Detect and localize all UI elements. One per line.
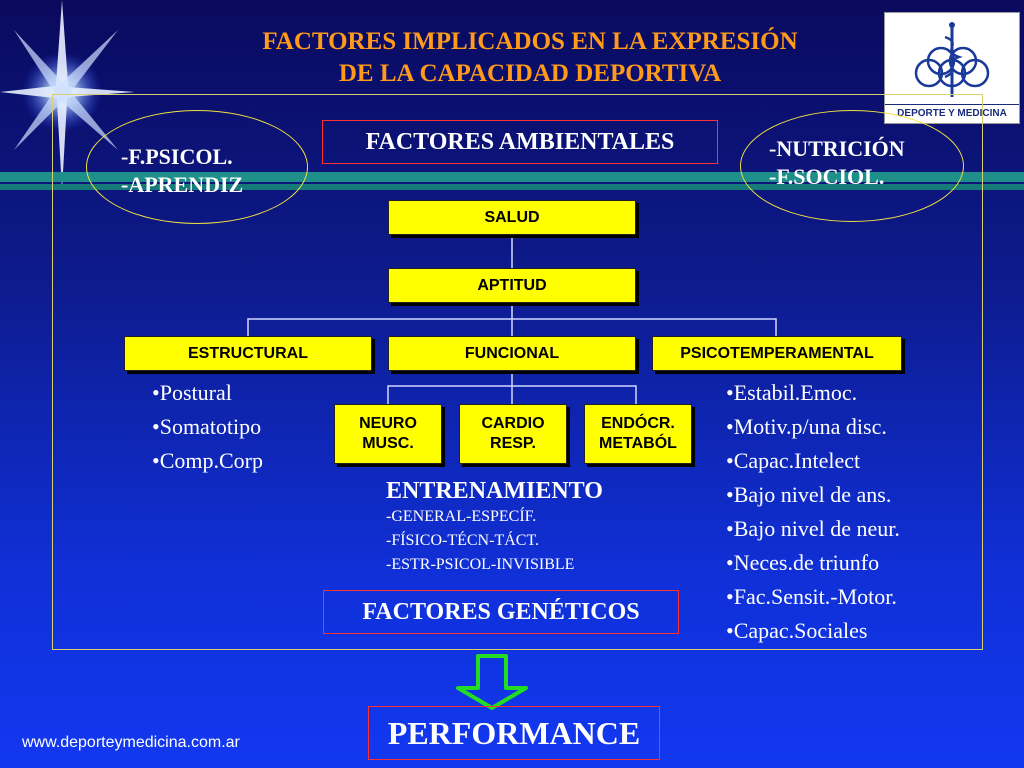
psico-list: •Estabil.Emoc. •Motiv.p/una disc. •Capac… <box>726 376 900 648</box>
psicotemperamental-label: PSICOTEMPERAMENTAL <box>680 344 874 362</box>
entrenamiento-item: -GENERAL-ESPECÍF. <box>386 508 537 525</box>
endocr-label-1: ENDÓCR. <box>601 415 675 432</box>
teal-band-lower <box>0 184 1024 190</box>
cardio-label-2: RESP. <box>490 435 536 452</box>
entrenamiento-title: ENTRENAMIENTO <box>386 478 603 504</box>
list-item: •Estabil.Emoc. <box>726 380 858 405</box>
funcional-label: FUNCIONAL <box>464 344 560 362</box>
aptitud-label: APTITUD <box>477 276 547 294</box>
slide-title: FACTORES IMPLICADOS EN LA EXPRESIÓN DE L… <box>150 26 910 90</box>
list-item: •Postural <box>152 380 232 405</box>
down-arrow-icon <box>456 654 528 710</box>
list-item: •Comp.Corp <box>152 448 263 473</box>
list-item: •Capac.Sociales <box>726 618 868 643</box>
factores-ambientales-label: FACTORES AMBIENTALES <box>322 120 718 164</box>
funcional-box: FUNCIONAL <box>388 336 636 371</box>
right-oval-line-2: -F.SOCIOL. <box>769 164 885 189</box>
star-decoration-icon <box>0 0 135 190</box>
psicotemperamental-box: PSICOTEMPERAMENTAL <box>652 336 902 371</box>
estructural-list: •Postural •Somatotipo •Comp.Corp <box>152 376 263 478</box>
estructural-box: ESTRUCTURAL <box>124 336 372 371</box>
neuro-label-1: NEURO <box>359 415 417 432</box>
list-item: •Bajo nivel de neur. <box>726 516 900 541</box>
teal-band <box>0 172 1024 182</box>
website-url[interactable]: www.deporteymedicina.com.ar <box>22 734 240 751</box>
entrenamiento-item: -ESTR-PSICOL-INVISIBLE <box>386 556 575 573</box>
title-line-1: FACTORES IMPLICADOS EN LA EXPRESIÓN <box>262 28 798 55</box>
left-oval-line-1: -F.PSICOL. <box>121 144 233 169</box>
performance-label: PERFORMANCE <box>368 706 660 760</box>
title-line-2: DE LA CAPACIDAD DEPORTIVA <box>338 60 722 87</box>
endocr-metabol-box: ENDÓCR. METABÓL <box>584 404 692 464</box>
cardio-resp-box: CARDIO RESP. <box>459 404 567 464</box>
estructural-label: ESTRUCTURAL <box>188 344 308 362</box>
neuro-label-2: MUSC. <box>362 435 414 452</box>
list-item: •Neces.de triunfo <box>726 550 880 575</box>
entrenamiento-item: -FÍSICO-TÉCN-TÁCT. <box>386 532 540 549</box>
entrenamiento-block: ENTRENAMIENTO -GENERAL-ESPECÍF. -FÍSICO-… <box>386 478 603 577</box>
deporte-medicina-logo: DEPORTE Y MEDICINA <box>884 12 1020 124</box>
right-oval-line-1: -NUTRICIÓN <box>769 136 905 161</box>
list-item: •Fac.Sensit.-Motor. <box>726 584 897 609</box>
endocr-label-2: METABÓL <box>599 435 677 452</box>
list-item: •Motiv.p/una disc. <box>726 414 887 439</box>
salud-box: SALUD <box>388 200 636 235</box>
right-oval: -NUTRICIÓN -F.SOCIOL. <box>740 110 964 222</box>
neuro-musc-box: NEURO MUSC. <box>334 404 442 464</box>
left-oval: -F.PSICOL. -APRENDIZ <box>86 110 308 224</box>
salud-label: SALUD <box>484 208 540 226</box>
cardio-label-1: CARDIO <box>481 415 545 432</box>
aptitud-box: APTITUD <box>388 268 636 303</box>
diagram-frame <box>52 94 983 650</box>
list-item: •Capac.Intelect <box>726 448 861 473</box>
factores-geneticos-label: FACTORES GENÉTICOS <box>323 590 679 634</box>
left-oval-line-2: -APRENDIZ <box>121 172 244 197</box>
list-item: •Somatotipo <box>152 414 262 439</box>
logo-text: DEPORTE Y MEDICINA <box>885 104 1019 119</box>
rings-caduceus-icon <box>914 22 990 97</box>
list-item: •Bajo nivel de ans. <box>726 482 892 507</box>
